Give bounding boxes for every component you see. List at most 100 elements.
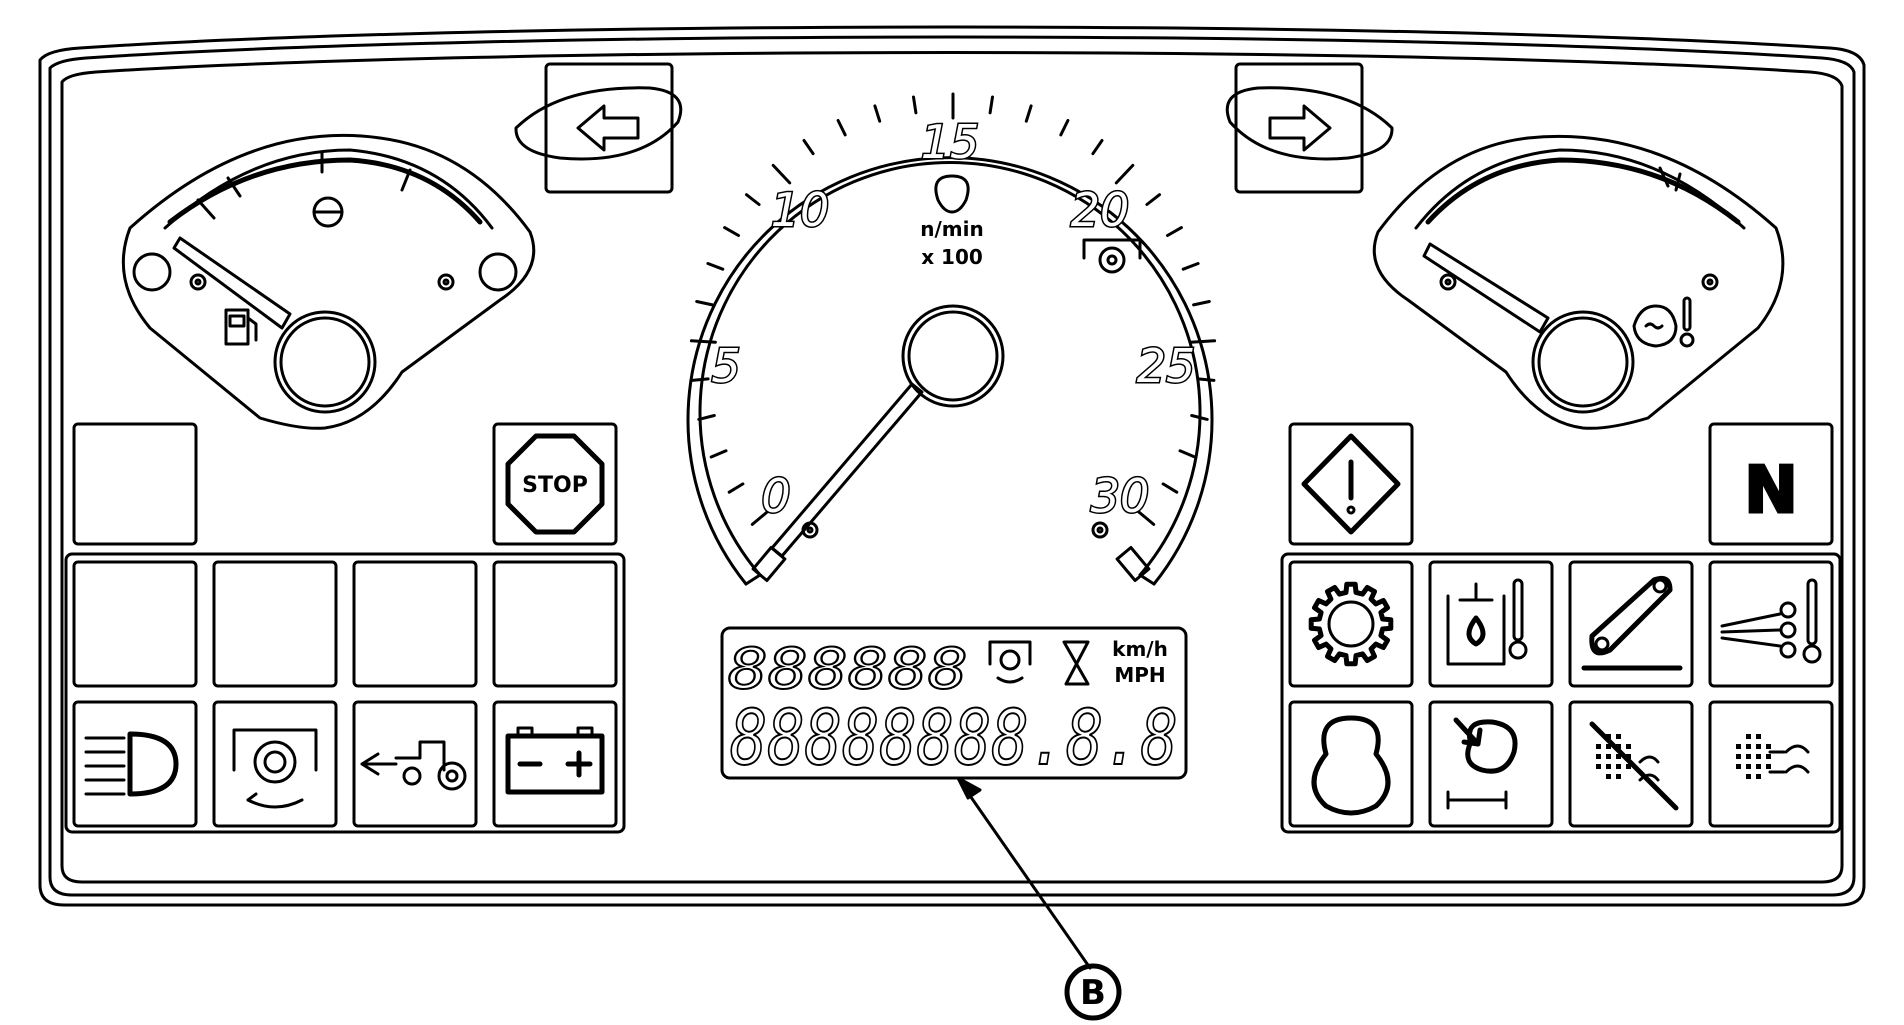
tach-tick (988, 95, 994, 115)
tach-tick (1133, 507, 1156, 526)
lcd-bottom-digits: 88888888.8.8 (730, 693, 1178, 782)
tach-tick (1189, 339, 1217, 344)
lcd-speed-unit-mph: MPH (1114, 663, 1165, 687)
engine-rotate-lamp[interactable] (1428, 700, 1554, 828)
tach-unit-rpm: n/min (920, 217, 983, 241)
fuel-gauge-needle (172, 236, 292, 330)
tach-label-15: 15 (921, 115, 980, 169)
warning-diamond-icon (1301, 433, 1401, 535)
tach-tick (727, 482, 745, 494)
tachometer-needle (770, 382, 924, 558)
tach-tick (1166, 226, 1183, 237)
tach-tick (1178, 449, 1197, 459)
transmission-lamp[interactable] (1288, 560, 1414, 688)
left-turn-signal[interactable] (514, 62, 683, 194)
coolant-temperature-icon (1632, 296, 1695, 348)
tach-tick (1196, 377, 1216, 382)
tach-label-5: 5 (711, 339, 740, 393)
filter-blocked-lamp[interactable] (1568, 700, 1694, 828)
tach-label-30: 30 (1091, 469, 1150, 523)
engine-lamp[interactable] (1288, 700, 1414, 828)
stop-lamp[interactable]: STOP (492, 422, 618, 546)
tach-tick (723, 226, 740, 237)
indicator-lamp-blank-4 (492, 560, 618, 688)
tach-tick (1091, 139, 1104, 156)
tach-label-0: 0 (761, 469, 790, 523)
tach-unit-multiplier: x 100 (921, 245, 983, 269)
tach-tick (802, 139, 815, 156)
tachometer: 0 5 10 15 20 25 30 n/min x 100 (686, 92, 1217, 586)
tach-tick (912, 95, 918, 115)
temperature-gauge (1372, 134, 1785, 430)
tach-tick (836, 119, 847, 137)
lcd-display: 888888 km/h MPH 88888888.8.8 (720, 626, 1188, 783)
indicator-lamp-blank-3 (352, 560, 478, 688)
engine-rotate-icon (1446, 717, 1518, 810)
indicator-lamp-blank-1 (72, 560, 198, 688)
right-turn-signal-icon (1268, 104, 1332, 152)
hydraulic-oil-temperature-lamp[interactable] (1428, 560, 1554, 688)
air-intake-temperature-lamp[interactable] (1708, 560, 1834, 688)
tach-label-10: 10 (771, 183, 830, 237)
pto-lamp[interactable] (212, 700, 338, 828)
callout-arrowhead (956, 776, 982, 800)
left-indicator-panel: STOP (64, 422, 626, 834)
air-filter-icon (1736, 734, 1810, 779)
tach-tick (1190, 414, 1209, 421)
tach-label-25: 25 (1137, 339, 1196, 393)
neutral-lamp[interactable]: N (1708, 422, 1834, 546)
tach-tick (1114, 163, 1135, 185)
lcd-speed-unit-kmh: km/h (1112, 637, 1168, 661)
callout-circle (1064, 963, 1122, 1021)
belt-lamp[interactable] (1568, 560, 1694, 688)
fuel-gauge-hub (273, 310, 377, 414)
right-turn-signal[interactable] (1225, 62, 1394, 194)
cluster-housing (38, 25, 1866, 907)
fuel-gauge (121, 134, 536, 430)
hydraulic-oil-temperature-icon (1446, 578, 1528, 666)
engine-check-icon (1082, 238, 1142, 274)
hourglass-icon (1062, 640, 1090, 686)
indicator-lamp-blank-2 (212, 560, 338, 688)
tach-label-20: 20 (1071, 183, 1130, 237)
tach-tick (706, 262, 725, 271)
callout-b: B (956, 776, 1122, 1021)
filter-blocked-icon (1589, 721, 1679, 811)
tachometer-hub (901, 304, 1005, 408)
headlight-lamp[interactable] (72, 700, 198, 828)
tach-tick (1181, 262, 1200, 271)
engine-icon (934, 174, 970, 214)
tach-tick (750, 507, 773, 526)
tach-tick (1192, 300, 1211, 307)
stop-icon (505, 433, 605, 535)
headlight-icon (84, 731, 179, 797)
air-filter-lamp[interactable] (1708, 700, 1834, 828)
tach-tick (873, 104, 882, 123)
tach-tick (1161, 482, 1179, 494)
tractor-reverse-lamp[interactable] (352, 700, 478, 828)
temperature-gauge-needle (1422, 242, 1550, 334)
tach-tick (745, 193, 761, 206)
tach-tick (690, 377, 710, 382)
stop-label: STOP (522, 473, 588, 498)
tach-tick (689, 339, 717, 344)
tachometer-scale-ticks (689, 92, 1217, 526)
warning-lamp[interactable] (1288, 422, 1414, 546)
indicator-lamp-blank-top (72, 422, 198, 546)
tractor-reverse-icon (360, 740, 467, 791)
pto-small-icon (988, 640, 1032, 684)
tach-tick (771, 163, 792, 185)
battery-icon (505, 726, 605, 795)
left-turn-signal-icon (576, 104, 640, 152)
pto-icon (232, 728, 318, 809)
battery-lamp[interactable] (492, 700, 618, 828)
tach-tick (697, 414, 716, 421)
gear-icon (1308, 581, 1394, 667)
neutral-icon: N (1744, 454, 1798, 528)
tach-tick (1024, 104, 1033, 123)
tach-tick (709, 449, 728, 459)
belt-icon (1581, 575, 1683, 671)
tach-tick (1059, 119, 1070, 137)
lcd-top-digits: 888888 (728, 637, 968, 702)
